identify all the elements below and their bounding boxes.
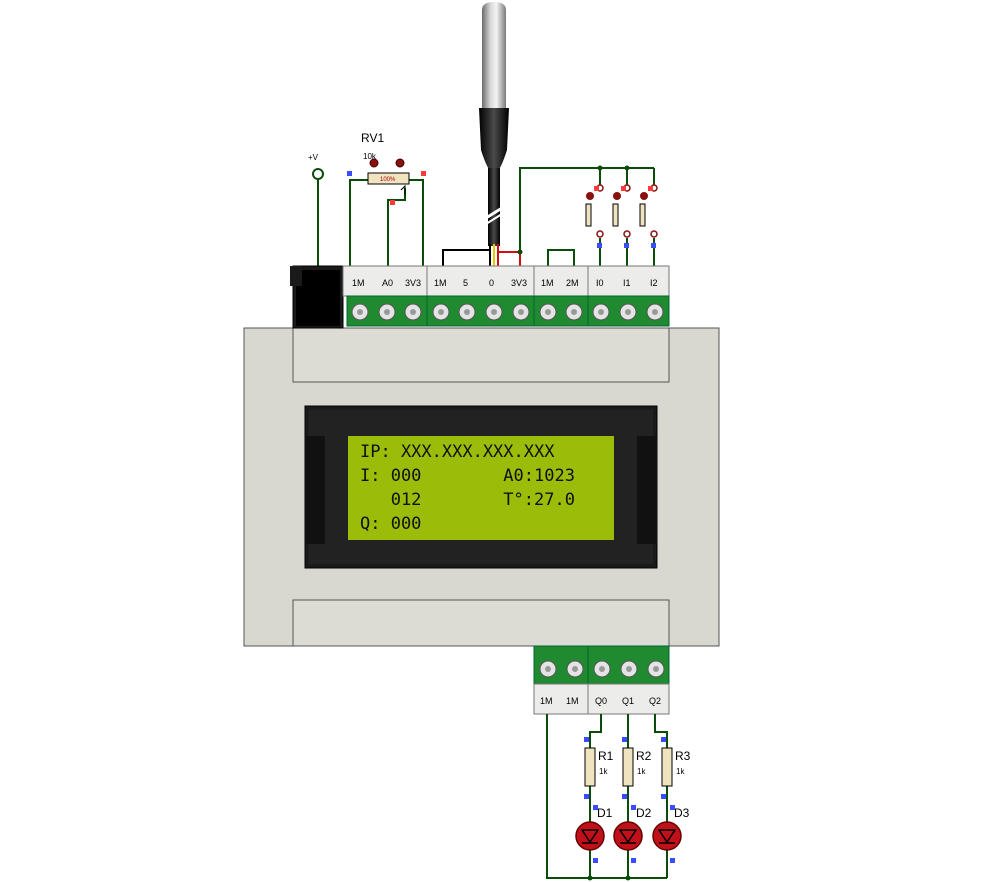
terminal-screw — [378, 303, 396, 321]
terminal-label: Q1 — [622, 696, 634, 706]
temperature-probe — [479, 2, 509, 268]
terminal-label: Q2 — [649, 696, 661, 706]
terminal-screw — [512, 303, 530, 321]
terminal-label: 3V3 — [405, 278, 421, 288]
resistor-r3: R3 1k — [661, 737, 691, 799]
output-wiring — [546, 714, 668, 881]
terminal-screw — [593, 660, 611, 678]
resistor-value: 1k — [676, 767, 685, 776]
terminal-screw — [566, 660, 584, 678]
terminal-screw — [646, 303, 664, 321]
terminal-screw — [565, 303, 583, 321]
top-terminal-labels: 1M A0 3V3 1M 5 0 3V3 1M 2M I0 I1 I2 — [352, 278, 658, 288]
supply-label: +V — [308, 153, 319, 162]
terminal-screw — [539, 303, 557, 321]
terminal-screw — [485, 303, 503, 321]
terminal-label: Q0 — [595, 696, 607, 706]
terminal-screw — [539, 660, 557, 678]
lcd-line-1: IP: XXX.XXX.XXX.XXX — [360, 442, 555, 462]
resistor-r1: R1 1k — [584, 737, 614, 799]
terminal-label: I1 — [623, 278, 631, 288]
input-switches — [585, 184, 658, 248]
switch-i2[interactable] — [639, 184, 658, 248]
power-supply-terminal: +V — [308, 153, 324, 180]
terminal-label: 1M — [540, 696, 553, 706]
terminal-label: I2 — [650, 278, 658, 288]
terminal-screw — [404, 303, 422, 321]
top-wiring — [317, 165, 655, 268]
terminal-label: 0 — [489, 278, 494, 288]
terminal-label: I0 — [596, 278, 604, 288]
terminal-label: A0 — [382, 278, 393, 288]
resistor-r2: R2 1k — [622, 737, 652, 799]
led-d3: D3 — [652, 805, 690, 863]
terminal-screw — [351, 303, 369, 321]
resistor-value: 1k — [637, 767, 646, 776]
terminal-label: 1M — [434, 278, 447, 288]
resistor-ref: R3 — [675, 749, 691, 763]
switch-i0[interactable] — [585, 184, 604, 248]
resistor-value: 1k — [599, 767, 608, 776]
resistor-ref: R2 — [636, 749, 652, 763]
terminal-screw — [432, 303, 450, 321]
lcd-line-2: I: 000 A0:1023 — [360, 466, 575, 486]
top-terminal-screws — [351, 303, 664, 321]
terminal-label: 1M — [566, 696, 579, 706]
bottom-terminal-labels: 1M 1M Q0 Q1 Q2 — [540, 696, 661, 706]
pot-ref: RV1 — [361, 131, 384, 145]
led-ref: D2 — [636, 806, 652, 820]
pot-value: 10k — [363, 152, 377, 161]
lcd-line-3: 012 T°:27.0 — [360, 490, 575, 510]
terminal-label: 5 — [463, 278, 468, 288]
terminal-label: 1M — [352, 278, 365, 288]
terminal-screw — [592, 303, 610, 321]
terminal-screw — [458, 303, 476, 321]
terminal-screw — [619, 303, 637, 321]
led-d2: D2 — [613, 805, 652, 863]
terminal-screw — [647, 660, 665, 678]
lcd-line-4: Q: 000 — [360, 514, 421, 534]
bottom-terminal-screws — [539, 660, 665, 678]
plc-enclosure: 1M A0 3V3 1M 5 0 3V3 1M 2M I0 I1 I2 IP: … — [243, 265, 720, 715]
potentiometer-rv1[interactable]: RV1 10k 100% — [347, 131, 426, 205]
terminal-label: 1M — [541, 278, 554, 288]
pot-setting: 100% — [380, 177, 396, 183]
led-ref: D3 — [674, 806, 690, 820]
resistor-ref: R1 — [598, 749, 614, 763]
switch-i1[interactable] — [612, 184, 631, 248]
power-jack — [290, 265, 344, 329]
terminal-label: 2M — [566, 278, 579, 288]
lcd-display: IP: XXX.XXX.XXX.XXX I: 000 A0:1023 012 T… — [304, 405, 658, 569]
led-d1: D1 — [575, 805, 613, 863]
terminal-label: 3V3 — [511, 278, 527, 288]
terminal-screw — [620, 660, 638, 678]
led-ref: D1 — [597, 806, 613, 820]
